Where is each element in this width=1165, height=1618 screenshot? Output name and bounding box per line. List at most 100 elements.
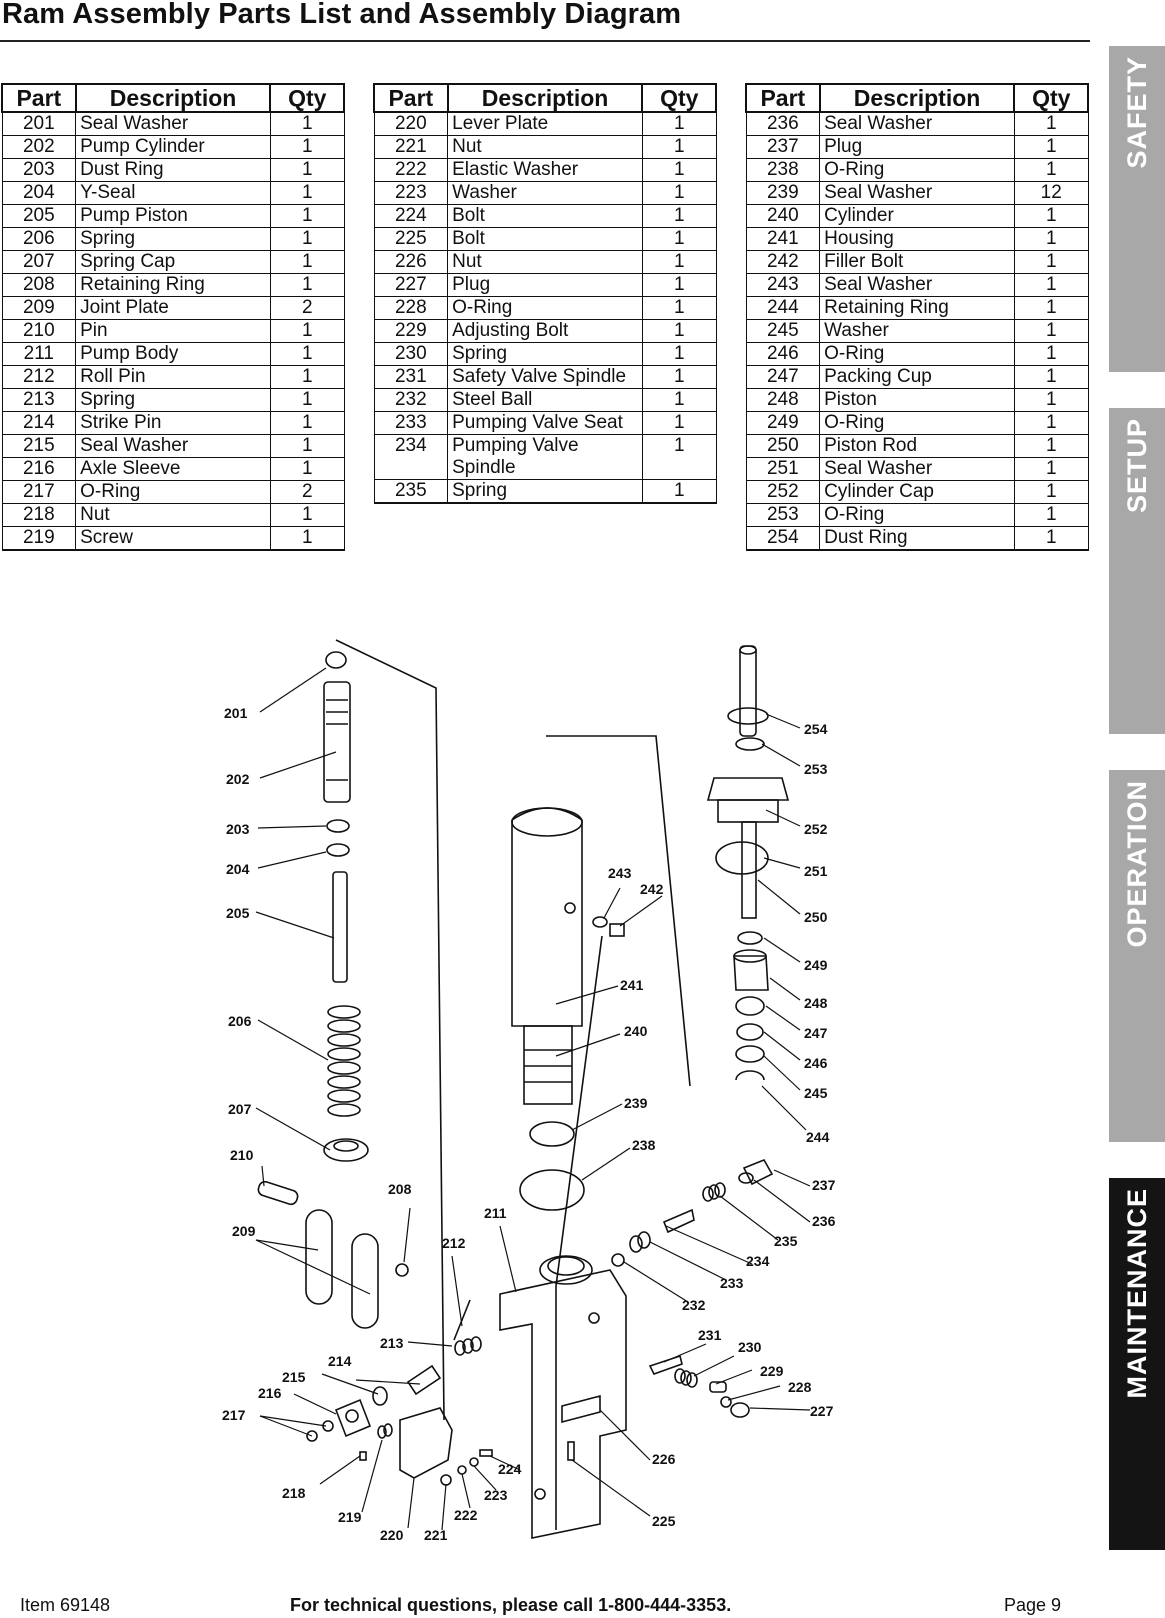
callout-204: 204: [226, 861, 250, 877]
part-qty: 1: [269, 204, 345, 228]
part-number: 254: [745, 526, 821, 551]
callout-206: 206: [228, 1013, 252, 1029]
spring-213: [454, 1336, 482, 1356]
part-qty: 1: [269, 181, 345, 205]
seal-washer-215: [372, 1386, 388, 1406]
roll-pin-212: [453, 1299, 471, 1341]
part-qty: 1: [269, 342, 345, 366]
part-qty: 1: [641, 296, 717, 320]
part-description: O-Ring: [819, 342, 1015, 366]
callout-207: 207: [228, 1101, 252, 1117]
col-header-qty: Qty: [641, 83, 717, 113]
o-ring-246: [736, 1023, 764, 1041]
tab-setup[interactable]: SETUP: [1109, 408, 1165, 734]
axle-sleeve-216: [334, 1398, 372, 1438]
callout-240: 240: [624, 1023, 648, 1039]
callout-225: 225: [652, 1513, 676, 1529]
part-qty: 1: [641, 158, 717, 182]
part-description: Roll Pin: [75, 365, 271, 389]
part-description: Adjusting Bolt: [447, 319, 643, 343]
dust-ring-254: [727, 707, 769, 725]
callout-217: 217: [222, 1407, 246, 1423]
tab-operation-label: OPERATION: [1121, 780, 1152, 948]
part-description: O-Ring: [819, 411, 1015, 435]
part-qty: 1: [1013, 503, 1089, 527]
tab-safety[interactable]: SAFETY: [1109, 46, 1165, 372]
part-number: 215: [1, 434, 77, 458]
col-header-part: Part: [1, 83, 77, 113]
part-qty: 1: [641, 250, 717, 274]
part-description: Dust Ring: [819, 526, 1015, 551]
part-qty: 1: [1013, 158, 1089, 182]
part-description: Seal Washer: [819, 273, 1015, 297]
pump-cylinder-202: [323, 681, 351, 803]
callout-211: 211: [484, 1205, 507, 1221]
washer-245: [735, 1045, 765, 1063]
elastic-washer-222: [457, 1465, 467, 1475]
callout-205: 205: [226, 905, 250, 921]
part-description: Filler Bolt: [819, 250, 1015, 274]
piston-248: [733, 955, 769, 991]
callout-253: 253: [804, 761, 828, 777]
part-description: Safety Valve Spindle: [447, 365, 643, 389]
part-qty: 1: [269, 227, 345, 251]
part-description: Packing Cup: [819, 365, 1015, 389]
part-qty: 1: [641, 135, 717, 159]
guide-line: [335, 639, 445, 1421]
part-description: Screw: [75, 526, 271, 551]
part-qty: 1: [269, 411, 345, 435]
tab-maintenance[interactable]: MAINTENANCE: [1109, 1178, 1165, 1550]
part-qty: 1: [641, 273, 717, 297]
part-description: Strike Pin: [75, 411, 271, 435]
part-description: Spring: [447, 342, 643, 366]
callout-226: 226: [652, 1451, 676, 1467]
callout-235: 235: [774, 1233, 798, 1249]
part-qty: 1: [641, 365, 717, 389]
part-number: 207: [1, 250, 77, 274]
callout-252: 252: [804, 821, 828, 837]
housing-241: [511, 807, 583, 1027]
part-description: Seal Washer: [75, 434, 271, 458]
part-qty: 1: [1013, 526, 1089, 551]
callout-202: 202: [226, 771, 250, 787]
callout-213: 213: [380, 1335, 404, 1351]
part-qty: 1: [269, 434, 345, 458]
part-qty: 1: [1013, 388, 1089, 412]
screw-219: [377, 1423, 393, 1439]
col-header-part: Part: [745, 83, 821, 113]
part-number: 202: [1, 135, 77, 159]
part-qty: 1: [269, 503, 345, 527]
tab-operation[interactable]: OPERATION: [1109, 770, 1165, 1142]
part-number: 237: [745, 135, 821, 159]
part-description: Seal Washer: [819, 112, 1015, 136]
part-number: 232: [373, 388, 449, 412]
joint-plate-209: [305, 1209, 333, 1305]
part-qty: 1: [1013, 204, 1089, 228]
part-description: Cylinder Cap: [819, 480, 1015, 504]
callout-241: 241: [620, 977, 644, 993]
part-qty: 1: [641, 342, 717, 366]
part-number: 201: [1, 112, 77, 136]
part-qty: 1: [1013, 227, 1089, 251]
callout-214: 214: [328, 1353, 352, 1369]
part-qty: 1: [641, 204, 717, 228]
callout-249: 249: [804, 957, 828, 973]
part-number: 224: [373, 204, 449, 228]
